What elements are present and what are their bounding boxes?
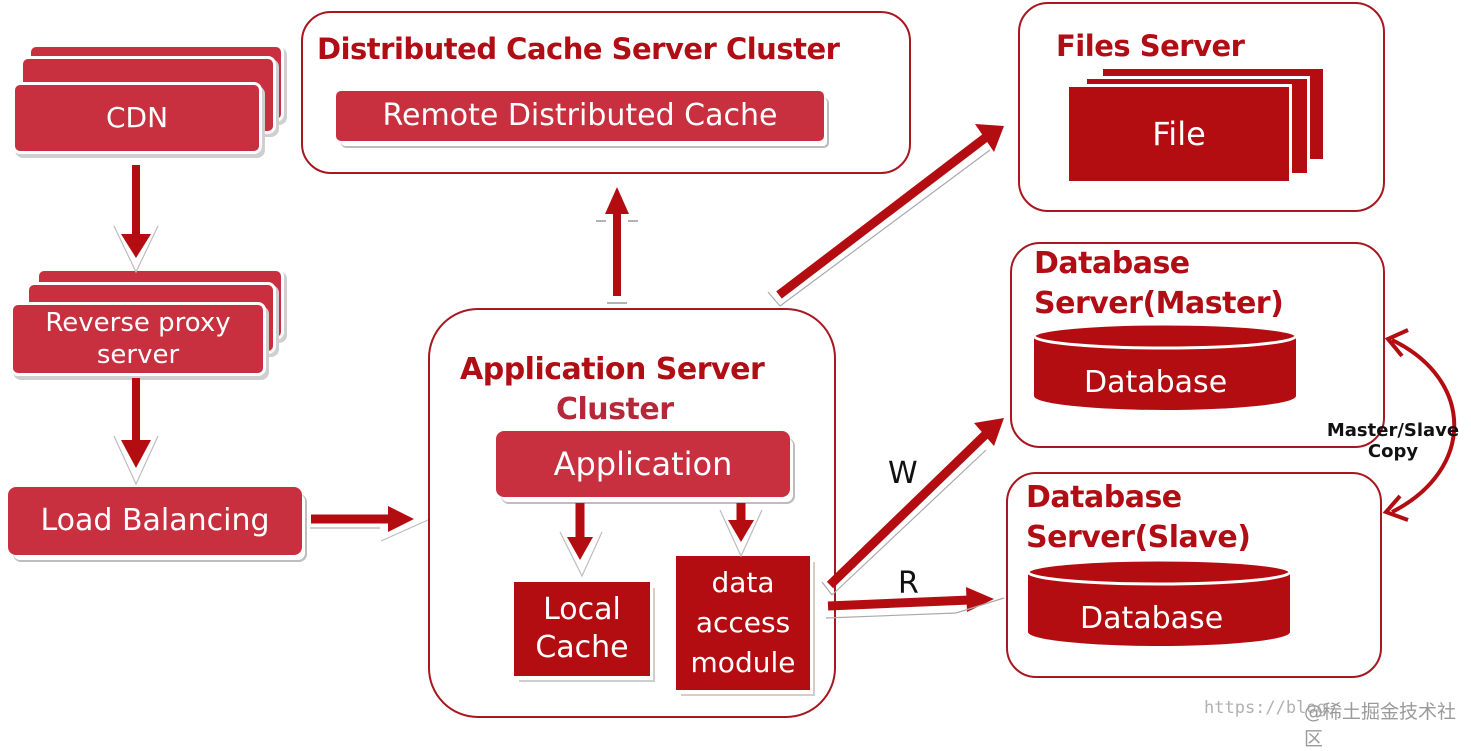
db-master-cylinder-top: [1032, 322, 1298, 350]
replication-label-line1: Master/Slave: [1326, 420, 1460, 441]
application-label: Application: [553, 445, 733, 483]
db-slave-label: Database: [1080, 601, 1224, 636]
file-label: File: [1152, 115, 1206, 153]
replication-label-line2: Copy: [1367, 441, 1419, 462]
application-cluster-title-line1: Application Server: [460, 352, 765, 387]
reverse-proxy-label-line2: server: [96, 340, 180, 370]
watermark-community: @稀土掘金技术社区: [1304, 701, 1457, 750]
arrow-read-from-slave: [825, 587, 1005, 619]
application-cluster-title-line2: Cluster: [556, 392, 674, 427]
arrow-app-to-distributed-cache: [596, 187, 638, 304]
db-master-cylinder-body: [1034, 338, 1296, 410]
load-balancing-box: Load Balancing: [8, 487, 302, 555]
remote-distributed-cache-box: Remote Distributed Cache: [336, 91, 824, 141]
arrow-reverse-proxy-to-load-balancing: [113, 378, 159, 486]
arrow-write-to-master: [821, 418, 1004, 596]
data-access-module-box: data access module: [676, 556, 810, 690]
application-server-cluster: Application Server Cluster Application L…: [428, 308, 836, 718]
db-master-title-line1: Database: [1034, 246, 1190, 281]
local-cache-label-line2: Cache: [535, 630, 629, 665]
arrow-load-balancing-to-app: [310, 506, 429, 542]
db-master-cylinder: [1032, 322, 1298, 410]
distributed-cache-cluster: Distributed Cache Server Cluster Remote …: [301, 11, 911, 174]
read-label: R: [898, 566, 919, 601]
arrow-app-to-local-cache: [559, 503, 603, 578]
arrows-layer: [113, 124, 1457, 619]
distributed-cache-cluster-title: Distributed Cache Server Cluster: [317, 32, 840, 66]
db-master-cluster: Database Server(Master) Database: [1010, 242, 1385, 448]
arrow-app-to-data-access-module: [719, 503, 763, 558]
data-access-module-label-line3: module: [690, 646, 796, 679]
db-slave-cylinder-top: [1026, 558, 1292, 586]
cdn-box: CDN: [12, 82, 262, 154]
local-cache-box: Local Cache: [514, 582, 650, 676]
file-box: File: [1066, 84, 1292, 184]
load-balancing-label: Load Balancing: [40, 503, 270, 538]
arrow-app-to-files-server: [767, 124, 1004, 307]
cdn-label: CDN: [105, 101, 169, 134]
arrow-master-slave-replication: [1382, 328, 1457, 522]
data-access-module-label-line2: access: [695, 606, 791, 639]
reverse-proxy-box: Reverse proxy server: [10, 302, 266, 376]
application-box: Application: [496, 431, 790, 497]
db-master-label: Database: [1084, 365, 1228, 400]
db-master-title-line2: Server(Master): [1034, 286, 1284, 321]
files-server-cluster: Files Server File: [1018, 2, 1385, 212]
data-access-module-label-line1: data: [711, 566, 775, 599]
remote-distributed-cache-label: Remote Distributed Cache: [382, 98, 778, 133]
write-label: W: [888, 456, 918, 491]
db-slave-cluster: Database Server(Slave) Database: [1006, 472, 1382, 678]
watermark-url: https://blog: [1204, 698, 1327, 718]
db-slave-cylinder-body: [1028, 574, 1290, 646]
local-cache-label-line1: Local: [543, 592, 621, 627]
db-slave-title-line1: Database: [1026, 480, 1182, 515]
reverse-proxy-label-line1: Reverse proxy: [45, 308, 231, 338]
files-server-title: Files Server: [1056, 29, 1245, 63]
replication-label: Master/Slave Copy: [1322, 420, 1464, 462]
db-slave-cylinder: [1026, 558, 1292, 646]
db-slave-title-line2: Server(Slave): [1026, 520, 1251, 555]
arrow-cdn-to-reverse-proxy: [113, 165, 159, 274]
